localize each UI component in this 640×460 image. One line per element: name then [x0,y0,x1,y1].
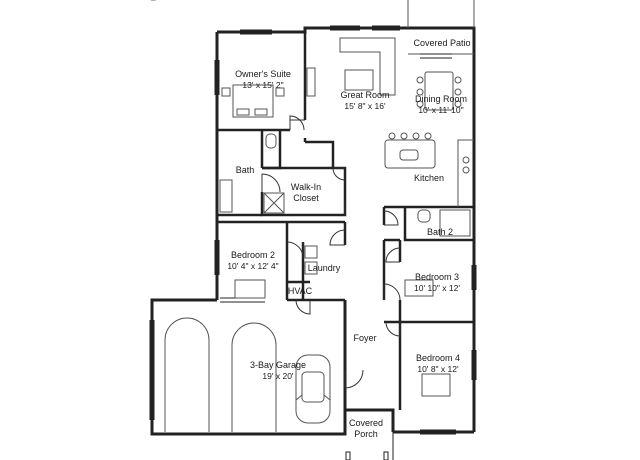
owners-suite-label: Owner's Suite 13' x 15' 2" [223,69,303,91]
hvac-label: HVAC [287,286,313,297]
bath-label: Bath [230,165,260,176]
garage-label: 3-Bay Garage 19' x 20' [238,360,318,382]
garage-name: 3-Bay Garage [249,360,307,370]
owners-suite-dims: 13' x 15' 2" [242,80,284,90]
dining-room-label: Dining Room 10' x 11' 10" [406,94,476,116]
owners-suite-name: Owner's Suite [235,69,291,79]
dining-room-dims: 10' x 11' 10" [418,105,464,115]
great-room-name: Great Room [340,90,390,100]
garage-details [164,317,331,432]
covered-patio-name: Covered Patio [413,38,471,48]
laundry-label: Laundry [305,263,343,274]
cropped-caption: ~ [150,0,157,5]
bedroom-3-dims: 10' 10" x 12' [414,283,460,293]
walk-in-closet-name-2: Closet [293,193,319,203]
kitchen-name: Kitchen [413,173,445,183]
windows [149,25,477,435]
kitchen-label: Kitchen [408,173,450,184]
great-room-dims: 15' 8" x 16' [344,101,386,111]
bedroom-4-name: Bedroom 4 [415,353,461,363]
bedroom-4-dims: 10' 8" x 12' [417,364,459,374]
doors [261,115,401,389]
garage-dims: 19' x 20' [262,371,294,381]
covered-porch-name-2: Porch [354,429,378,439]
porch-posts [345,410,394,460]
covered-porch-label: Covered Porch [343,418,389,440]
bedroom-4-label: Bedroom 4 10' 8" x 12' [403,353,473,375]
fixtures [219,37,474,397]
dining-room-name: Dining Room [414,94,468,104]
bedroom-2-name: Bedroom 2 [230,250,276,260]
bath-2-label: Bath 2 [420,227,460,238]
laundry-name: Laundry [307,263,341,273]
bedroom-3-name: Bedroom 3 [414,272,460,282]
bath-2-name: Bath 2 [426,227,454,237]
covered-porch-name: Covered [348,418,384,428]
foyer-name: Foyer [353,333,377,343]
bedroom-2-dims: 10' 4" x 12' 4" [227,261,279,271]
foyer-label: Foyer [348,333,382,344]
bedroom-3-label: Bedroom 3 10' 10" x 12' [402,272,472,294]
covered-patio-label: Covered Patio [409,38,475,49]
bath-name: Bath [235,165,255,175]
bedroom-2-label: Bedroom 2 10' 4" x 12' 4" [220,250,286,272]
walk-in-closet-name: Walk-In [290,182,322,192]
walk-in-closet-label: Walk-In Closet [284,182,328,204]
hvac-name: HVAC [287,286,313,296]
great-room-label: Great Room 15' 8" x 16' [330,90,400,112]
